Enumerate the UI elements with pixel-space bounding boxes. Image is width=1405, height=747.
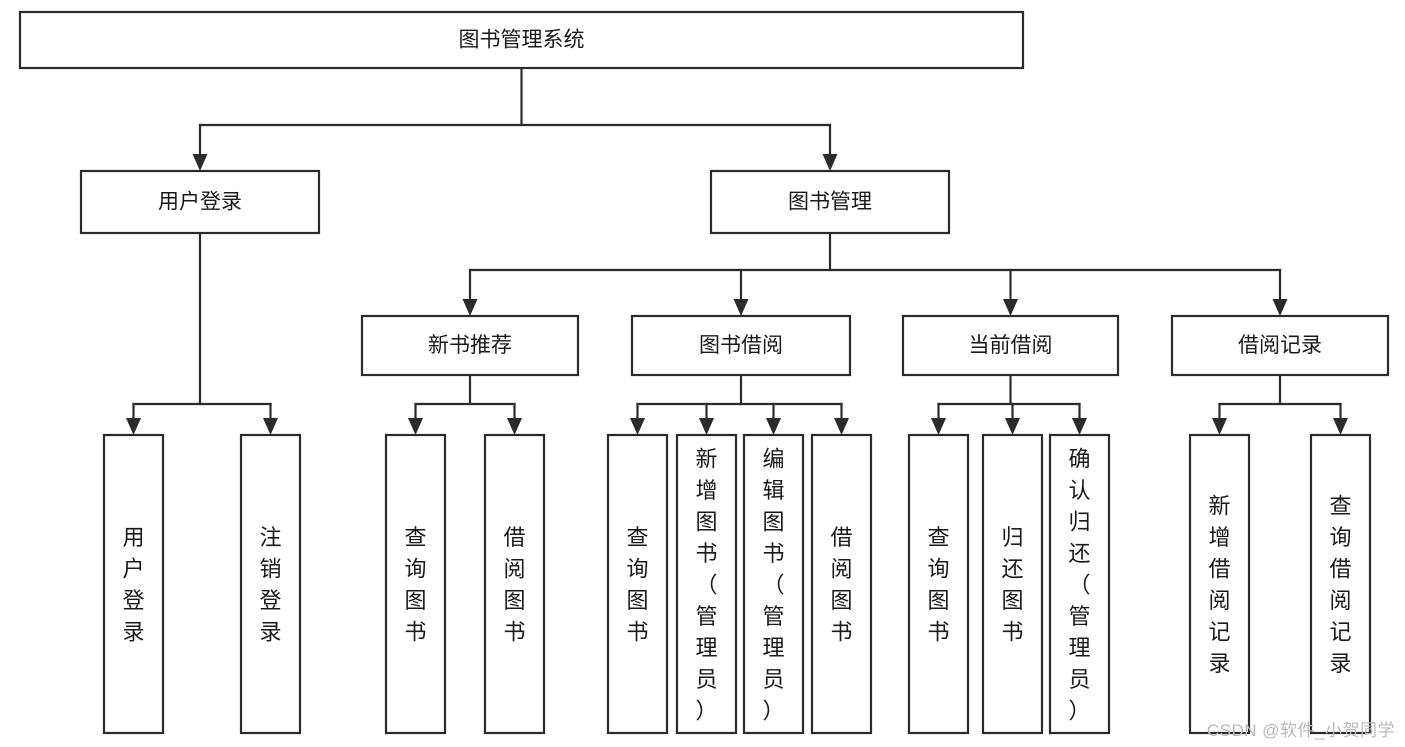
node-leaf_brw_1[interactable]: 新增图书（管理员） xyxy=(675,433,738,735)
arrow-head-icon xyxy=(1333,418,1348,435)
node-leaf_new_0[interactable]: 查询图书 xyxy=(384,433,447,735)
node-label: 新增借阅记录 xyxy=(1208,494,1230,677)
node-l3_0[interactable]: 新书推荐 xyxy=(360,314,580,377)
node-leaf_new_1[interactable]: 借阅图书 xyxy=(483,433,546,735)
node-label: 查询图书 xyxy=(927,525,949,645)
arrow-head-icon xyxy=(408,418,423,435)
node-box xyxy=(1309,433,1372,735)
arrow-head-icon xyxy=(263,418,278,435)
node-box xyxy=(981,433,1044,735)
node-label: 新书推荐 xyxy=(428,334,512,357)
node-box xyxy=(901,314,1120,377)
edge-group-l3_2 xyxy=(931,373,1087,435)
edge-group-l3_3 xyxy=(1212,373,1348,435)
node-leaf_rec_1[interactable]: 查询借阅记录 xyxy=(1309,433,1372,735)
node-label: 注销登录 xyxy=(259,525,281,645)
node-label: 归还图书 xyxy=(1001,525,1023,645)
edge-group-l2_1 xyxy=(462,231,1288,316)
node-label: 新增图书（管理员） xyxy=(695,446,717,723)
arrow-head-icon xyxy=(507,418,522,435)
arrow-head-icon xyxy=(766,418,781,435)
watermark-text: CSDN @软件_小贺同学 xyxy=(1206,721,1395,740)
node-box xyxy=(907,433,970,735)
arrow-head-icon xyxy=(1272,299,1288,316)
node-box xyxy=(630,314,852,377)
edges-layer xyxy=(126,66,1348,435)
node-leaf_login_0[interactable]: 用户登录 xyxy=(102,433,165,735)
node-label: 用户登录 xyxy=(122,525,144,645)
node-label: 借阅图书 xyxy=(503,525,525,645)
node-l3_3[interactable]: 借阅记录 xyxy=(1170,314,1390,377)
node-label: 编辑图书（管理员） xyxy=(762,446,784,723)
node-label: 图书借阅 xyxy=(699,334,783,357)
node-l2_0[interactable]: 用户登录 xyxy=(79,169,321,235)
node-box xyxy=(709,169,951,235)
node-leaf_brw_3[interactable]: 借阅图书 xyxy=(810,433,873,735)
node-label: 借阅记录 xyxy=(1238,334,1322,357)
arrow-head-icon xyxy=(834,418,849,435)
node-leaf_rec_0[interactable]: 新增借阅记录 xyxy=(1188,433,1251,735)
arrow-head-icon xyxy=(733,299,749,316)
arrow-head-icon xyxy=(1005,418,1020,435)
node-box xyxy=(1170,314,1390,377)
node-label: 图书管理系统 xyxy=(459,29,585,52)
node-box xyxy=(1048,433,1111,735)
node-box xyxy=(742,433,805,735)
arrow-head-icon xyxy=(630,418,645,435)
node-label: 查询借阅记录 xyxy=(1329,494,1351,677)
node-label: 用户登录 xyxy=(158,191,242,214)
node-leaf_brw_0[interactable]: 查询图书 xyxy=(606,433,669,735)
node-label: 查询图书 xyxy=(626,525,648,645)
node-box xyxy=(810,433,873,735)
node-box xyxy=(483,433,546,735)
node-box xyxy=(79,169,321,235)
node-box xyxy=(18,10,1025,70)
node-box xyxy=(239,433,302,735)
node-box xyxy=(102,433,165,735)
node-leaf_cur_0[interactable]: 查询图书 xyxy=(907,433,970,735)
node-label: 确认归还（管理员） xyxy=(1068,446,1090,723)
edge-group-l2_0 xyxy=(126,231,278,435)
node-label: 当前借阅 xyxy=(969,334,1053,357)
node-label: 查询图书 xyxy=(404,525,426,645)
node-leaf_cur_2[interactable]: 确认归还（管理员） xyxy=(1048,433,1111,735)
arrow-head-icon xyxy=(822,154,838,171)
node-box xyxy=(606,433,669,735)
arrow-head-icon xyxy=(1212,418,1227,435)
node-box xyxy=(675,433,738,735)
arrow-head-icon xyxy=(462,299,478,316)
node-root[interactable]: 图书管理系统 xyxy=(18,10,1025,70)
nodes-layer: 图书管理系统用户登录图书管理新书推荐图书借阅当前借阅借阅记录用户登录注销登录查询… xyxy=(18,10,1390,735)
node-leaf_login_1[interactable]: 注销登录 xyxy=(239,433,302,735)
arrow-head-icon xyxy=(699,418,714,435)
node-label: 借阅图书 xyxy=(830,525,852,645)
node-l3_2[interactable]: 当前借阅 xyxy=(901,314,1120,377)
arrow-head-icon xyxy=(192,154,208,171)
node-leaf_brw_2[interactable]: 编辑图书（管理员） xyxy=(742,433,805,735)
edge-group-root xyxy=(192,66,838,171)
edge-group-l3_1 xyxy=(630,373,849,435)
node-box xyxy=(1188,433,1251,735)
edge-group-l3_0 xyxy=(408,373,522,435)
arrow-head-icon xyxy=(126,418,141,435)
arrow-head-icon xyxy=(1003,299,1018,316)
node-box xyxy=(360,314,580,377)
arrow-head-icon xyxy=(931,418,946,435)
node-label: 图书管理 xyxy=(788,191,872,214)
node-box xyxy=(384,433,447,735)
node-leaf_cur_1[interactable]: 归还图书 xyxy=(981,433,1044,735)
arrow-head-icon xyxy=(1072,418,1087,435)
node-l3_1[interactable]: 图书借阅 xyxy=(630,314,852,377)
node-l2_1[interactable]: 图书管理 xyxy=(709,169,951,235)
